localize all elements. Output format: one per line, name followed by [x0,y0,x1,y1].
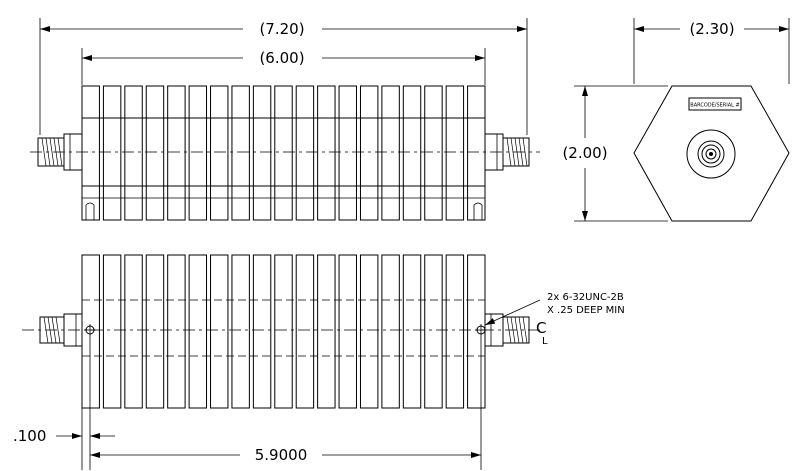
top-fin [145,85,165,221]
top-fin [295,85,315,221]
left-mounting-hole [84,324,96,336]
bottom-view: C L 2x 6-32UNC-2B X .25 DEEP MIN .100 5.… [13,254,625,470]
top-fin [252,85,272,221]
bottom-fin [231,254,250,409]
bottom-fin [252,254,272,409]
bottom-fin [381,254,400,409]
bottom-fin [295,254,315,409]
right-foot-mark [473,202,483,220]
left-foot-mark [85,202,95,220]
top-fin [81,85,100,221]
top-fin [424,85,443,221]
bottom-fin [210,254,229,409]
top-fin [102,85,122,221]
top-fin [210,85,229,221]
hexagon-body [633,85,790,222]
hole-spacing-label: 5.9000 [255,446,308,464]
top-fin [467,85,486,221]
end-width-label: (2.30) [689,20,734,38]
bottom-fin [81,254,100,409]
end-height-dimension: (2.00) [562,85,668,222]
fin-length-dimension: (6.00) [81,48,486,85]
bottom-fin [317,254,336,409]
top-fin [317,85,336,221]
bottom-fin [445,254,465,409]
bottom-fin [424,254,443,409]
top-fin [188,85,208,221]
bottom-right-connector [484,313,530,347]
bottom-heatsink-fins [81,254,486,409]
top-fin [338,85,357,221]
bottom-left-connector [39,313,83,347]
top-heatsink-fins [81,85,486,221]
top-fin [359,85,379,221]
left-connector [37,133,83,171]
fin-length-label: (6.00) [259,49,304,67]
end-view: (2.30) (2.00) BARCODE/SERIAL # [562,18,790,222]
hole-note-leader [484,299,541,326]
top-fin [167,85,186,221]
barcode-label-box [688,97,742,111]
bottom-fin [274,254,293,409]
bottom-fin [467,254,486,409]
right-connector [484,133,530,171]
bottom-fin [102,254,122,409]
bottom-fin [402,254,422,409]
bottom-fin [188,254,208,409]
top-fin [124,85,143,221]
bottom-fin [167,254,186,409]
overall-length-dimension: (7.20) [39,18,528,135]
bottom-fin [145,254,165,409]
top-fin [402,85,422,221]
end-height-label: (2.00) [562,144,607,162]
offset-dim-label: .100 [13,427,46,445]
top-fin [445,85,465,221]
top-fin [274,85,293,221]
hole-spacing-dimension: 5.9000 [90,336,482,470]
hole-note-line1: 2x 6-32UNC-2B [547,292,624,303]
top-view: (7.20) (6.00) [30,18,540,221]
top-fin [231,85,250,221]
bottom-fin [338,254,357,409]
centerline-symbol-sub: L [542,336,548,347]
bottom-fin [124,254,143,409]
overall-length-label: (7.20) [259,20,304,38]
centerline-symbol: C [536,319,546,337]
bottom-fin [359,254,379,409]
top-fin [381,85,400,221]
hole-note-line2: X .25 DEEP MIN [547,305,625,316]
barcode-label-text: BARCODE/SERIAL # [690,103,739,109]
end-width-dimension: (2.30) [633,18,790,84]
end-connector [686,129,736,179]
offset-dimension: .100 [13,336,115,470]
